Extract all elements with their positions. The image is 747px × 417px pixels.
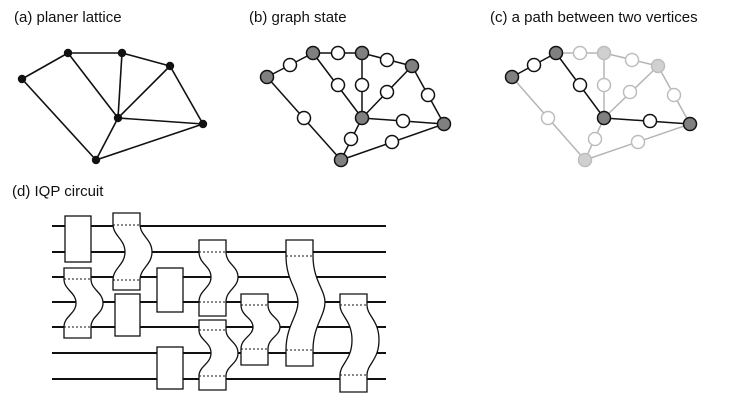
gate-two-qubit: [240, 293, 281, 366]
path-vertex-faded: [596, 45, 612, 61]
path-vertex-faded-light: [572, 45, 588, 61]
graph-vertex-light: [384, 134, 400, 150]
gate-single: [156, 346, 184, 390]
lattice-vertex: [91, 155, 101, 165]
iqp-circuit: [52, 212, 386, 393]
graph-vertex-dark: [305, 45, 321, 61]
graph-vertex-dark: [333, 152, 349, 168]
graph-vertex-light: [379, 84, 395, 100]
path-vertex-dark: [548, 45, 564, 61]
lattice-vertex: [63, 48, 73, 58]
path-vertex-faded-light: [666, 87, 682, 103]
graph-vertex-light: [395, 113, 411, 129]
path-vertex-faded-light: [596, 77, 612, 93]
panel-a-title: (a) planer lattice: [14, 9, 122, 26]
path-vertex-faded-light: [540, 110, 556, 126]
planar-lattice: [17, 48, 208, 165]
path-vertex-dark: [682, 116, 698, 132]
path-vertex-faded: [650, 58, 666, 74]
graph-vertex-light: [330, 77, 346, 93]
gate-multi-qubit: [285, 239, 326, 367]
gate-single: [156, 267, 184, 313]
path-graph: [504, 45, 698, 168]
graph-vertex-dark: [259, 69, 275, 85]
panel-c-title: (c) a path between two vertices: [490, 9, 698, 26]
path-vertex-faded-light: [622, 84, 638, 100]
graph-vertex-dark: [354, 45, 370, 61]
gate-single: [114, 293, 141, 337]
path-vertex-light: [572, 77, 588, 93]
graph-vertex-dark: [404, 58, 420, 74]
path-vertex-light: [526, 57, 542, 73]
gate-two-qubit: [339, 293, 380, 393]
path-vertex-light: [642, 113, 658, 129]
path-vertex-faded-light: [624, 52, 640, 68]
graph-vertex-light: [330, 45, 346, 61]
panel-d-title: (d) IQP circuit: [12, 183, 104, 200]
path-vertex-faded-light: [587, 131, 603, 147]
path-vertex-dark: [504, 69, 520, 85]
graph-vertex-light: [296, 110, 312, 126]
lattice-vertex: [198, 119, 208, 129]
lattice-vertex: [117, 48, 127, 58]
gate-single: [64, 215, 92, 263]
graph-vertex-dark: [436, 116, 452, 132]
path-vertex-faded: [577, 152, 593, 168]
lattice-vertex: [17, 74, 27, 84]
path-vertex-faded-light: [630, 134, 646, 150]
graph-vertex-dark: [354, 110, 370, 126]
gate-two-qubit: [63, 267, 104, 339]
graph-vertex-light: [379, 52, 395, 68]
gate-two-qubit: [112, 212, 153, 291]
graph-vertex-light: [282, 57, 298, 73]
lattice-vertex: [165, 61, 175, 71]
graph-state: [259, 45, 452, 168]
lattice-vertex: [113, 113, 123, 123]
graph-vertex-light: [343, 131, 359, 147]
panel-b-title: (b) graph state: [249, 9, 347, 26]
graph-vertex-light: [354, 77, 370, 93]
gate-two-qubit: [198, 319, 239, 391]
path-vertex-dark: [596, 110, 612, 126]
gate-two-qubit: [198, 239, 239, 317]
graph-vertex-light: [420, 87, 436, 103]
